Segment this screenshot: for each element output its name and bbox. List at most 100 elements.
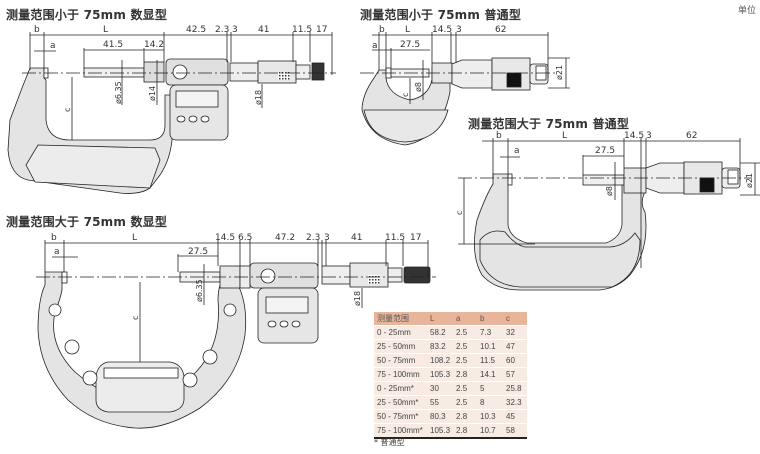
dim-11-5: 11.5 [292,25,312,35]
cell-range: 75 - 100mm [374,367,427,382]
cell-c: 60 [503,353,528,368]
cell-b: 10.7 [477,423,504,439]
dim-d18: ø18 [254,90,263,105]
cell-c: 32.3 [503,395,528,410]
dim-47-2: 47.2 [275,233,295,243]
dim-11-5: 11.5 [385,233,405,243]
dim-3: 3 [456,25,462,35]
dim-d21: ø21 [555,65,564,80]
dim-2-3: 2.3 [306,233,320,243]
dim-d8: ø8 [605,186,614,196]
dim-a: a [514,146,520,156]
cell-b: 7.3 [477,325,504,340]
cell-b: 5 [477,381,504,396]
dim-L: L [562,131,567,141]
cell-c: 47 [503,339,528,354]
cell-b: 10.1 [477,339,504,354]
col-header-a: a [453,312,478,326]
dim-d6-35: ø6.35 [114,81,123,104]
cell-a: 2.5 [453,339,478,354]
cell-a: 2.8 [453,367,478,382]
dim-62: 62 [686,131,697,141]
dim-b: b [51,233,57,243]
cell-c: 25.8 [503,381,528,396]
cell-c: 58 [503,423,528,439]
dim-3: 3 [646,131,652,141]
cell-a: 2.5 [453,395,478,410]
dim-a: a [50,41,56,51]
cell-c: 45 [503,409,528,424]
dims-standard-under-75: b L 14.5 3 62 a 27.5 ø8 c ø21 [372,25,564,97]
dim-c: c [455,211,464,215]
cell-range: 0 - 25mm [374,325,427,340]
drawing-digital-under-75 [7,32,336,194]
dim-c: c [131,316,140,320]
dim-L: L [405,25,410,35]
cell-range: 50 - 75mm [374,353,427,368]
dim-14-5: 14.5 [215,233,235,243]
table-footnote: * 普通型 [374,438,405,447]
dim-42-5: 42.5 [186,25,206,35]
cell-b: 8 [477,395,504,410]
title-standard-over-75: 测量范围大于 75mm 普通型 [468,117,630,131]
dim-d6-35: ø6.35 [195,279,204,302]
col-header-range: 测量范围 [374,312,427,326]
dims-standard-over-75: b L 14.5 3 62 a 27.5 ø8 c ø21 [455,131,754,215]
dim-d18: ø18 [353,291,362,306]
dims-digital-under-75: b L 42.5 2.3 3 41 11.5 17 a 41.5 14.2 ø6… [34,25,327,112]
dim-b: b [496,131,502,141]
cell-L: 58.2 [427,325,454,340]
unit-label: 单位 [737,6,756,16]
cell-L: 83.2 [427,339,454,354]
cell-a: 2.5 [453,325,478,340]
title-digital-under-75: 测量范围小于 75mm 数显型 [6,8,168,22]
dim-14-5: 14.5 [432,25,452,35]
dim-17: 17 [410,233,421,243]
dim-27-5: 27.5 [595,146,615,156]
dim-3: 3 [232,25,238,35]
title-standard-under-75: 测量范围小于 75mm 普通型 [360,8,522,22]
dim-3: 3 [324,233,330,243]
dim-b: b [379,25,385,35]
col-header-c: c [503,312,528,326]
dim-14-2: 14.2 [144,40,164,50]
cell-L: 55 [427,395,454,410]
cell-range: 75 - 100mm* [374,423,427,439]
cell-range: 25 - 50mm [374,339,427,354]
cell-c: 32 [503,325,528,340]
dim-d8: ø8 [414,82,423,92]
cell-a: 2.5 [453,381,478,396]
cell-range: 0 - 25mm* [374,381,427,396]
dim-6-5: 6.5 [238,233,252,243]
drawing-standard-under-75 [360,32,570,146]
cell-L: 105.3 [427,367,454,382]
dim-27-5: 27.5 [188,247,208,257]
cell-c: 57 [503,367,528,382]
dim-L: L [132,233,137,243]
drawing-standard-over-75 [458,138,760,291]
cell-L: 30 [427,381,454,396]
dim-2-3: 2.3 [215,25,229,35]
dim-a: a [372,41,378,51]
cell-L: 105.3 [427,423,454,439]
cell-b: 10.3 [477,409,504,424]
dim-c: c [63,108,72,112]
cell-L: 108.2 [427,353,454,368]
title-digital-over-75: 测量范围大于 75mm 数显型 [6,215,168,229]
cell-range: 25 - 50mm* [374,395,427,410]
cell-L: 80.3 [427,409,454,424]
dim-41: 41 [351,233,362,243]
col-header-L: L [427,312,454,326]
dim-62: 62 [495,25,506,35]
dim-41: 41 [258,25,269,35]
dim-L: L [103,25,108,35]
